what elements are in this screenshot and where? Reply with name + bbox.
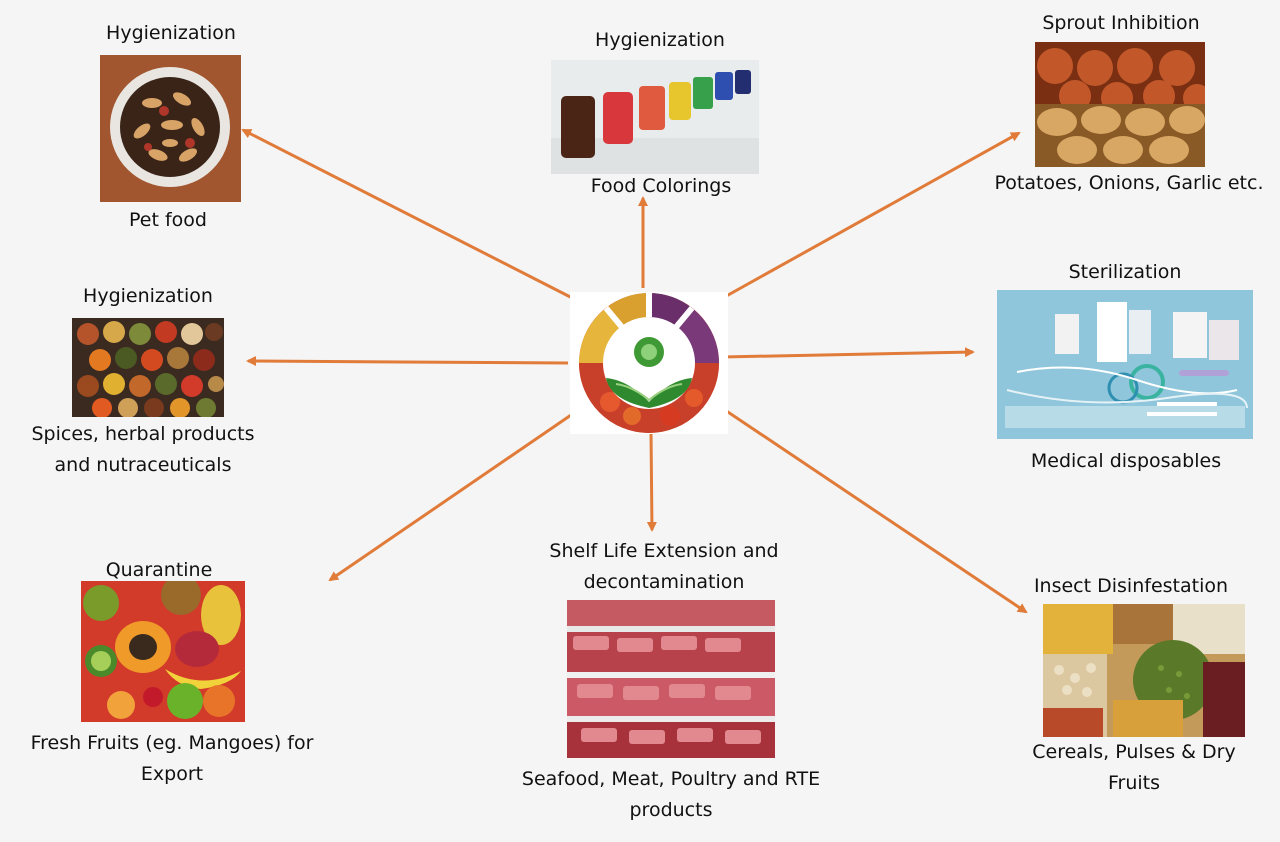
sprout-inhibition-category-label: Sprout Inhibition <box>1042 12 1200 34</box>
food-colorings-category-label: Hygienization <box>595 29 725 51</box>
insect-disinfestation-category-label: Insect Disinfestation <box>1033 575 1229 597</box>
cereals-product-label: Cereals, Pulses & Dry Fruits <box>1032 741 1236 794</box>
arrow-to-meat <box>646 431 657 532</box>
pet-food-bowl-image <box>100 55 241 202</box>
fresh-fruits-image <box>81 581 245 722</box>
radura-logo-icon <box>570 292 728 434</box>
medical-disposables-image <box>997 290 1253 439</box>
arrow-to-spices <box>246 356 569 367</box>
onions-potatoes-image <box>1035 42 1205 167</box>
meat-product-label: Seafood, Meat, Poultry and RTE products <box>521 768 821 821</box>
sprout-inhibition-product-label: Potatoes, Onions, Garlic etc. <box>994 172 1264 194</box>
spices-category-label: Hygienization <box>83 285 213 307</box>
medical-product-label: Medical disposables <box>1030 450 1222 472</box>
pet-food-category-label: Hygienization <box>106 22 236 44</box>
food-colorings-product-label: Food Colorings <box>590 175 732 197</box>
sterilization-category-label: Sterilization <box>1068 261 1182 283</box>
meat-shelves-image <box>567 600 775 758</box>
spices-bowls-image <box>72 318 224 417</box>
shelf-life-category-label: Shelf Life Extension and decontamination <box>549 540 779 593</box>
arrow-to-fruits <box>328 411 575 582</box>
arrow-to-pet-food <box>241 128 587 307</box>
arrow-to-medical <box>721 347 975 359</box>
fruits-product-label: Fresh Fruits (eg. Mangoes) for Export <box>30 732 314 785</box>
pet-food-product-label: Pet food <box>129 209 207 231</box>
cereals-pulses-image <box>1043 604 1245 737</box>
quarantine-category-label: Quarantine <box>105 559 213 581</box>
arrow-to-cereals <box>715 402 1028 614</box>
food-colorings-jars-image <box>551 60 759 174</box>
arrow-to-sprout-inhibition <box>711 131 1021 306</box>
spices-product-label: Spices, herbal products and nutraceutica… <box>31 423 255 476</box>
